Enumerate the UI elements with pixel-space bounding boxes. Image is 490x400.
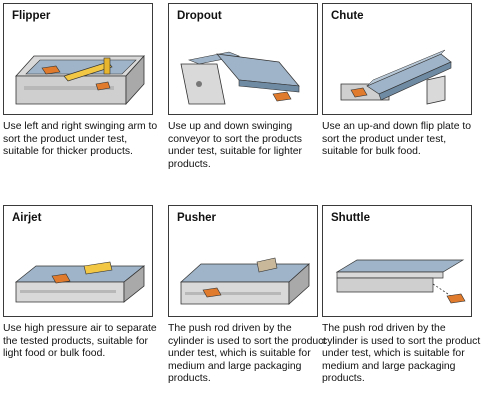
card-description: The push rod driven by the cylinder is u… <box>322 323 481 385</box>
card-title: Shuttle <box>331 212 370 224</box>
card-description: Use an up-and down flip plate to sort th… <box>322 121 472 158</box>
flipper-illustration-frame: Flipper <box>3 3 153 115</box>
pusher-illustration <box>180 257 310 305</box>
card-title: Flipper <box>12 10 51 22</box>
card-description: Use high pressure air to separate the te… <box>3 323 157 360</box>
shuttle-illustration <box>335 259 466 304</box>
airjet-illustration-frame: Airjet <box>3 205 153 317</box>
card-description: Use up and down swinging conveyor to sor… <box>168 121 302 170</box>
card-title: Dropout <box>177 10 222 22</box>
dropout-illustration-frame: Dropout <box>168 3 318 115</box>
card-title: Airjet <box>12 212 42 224</box>
card-description: The push rod driven by the cylinder is u… <box>168 323 327 385</box>
shuttle-illustration-frame: Shuttle <box>322 205 472 317</box>
pusher-illustration-frame: Pusher <box>168 205 318 317</box>
airjet-illustration <box>15 261 145 303</box>
card-title: Pusher <box>177 212 216 224</box>
chute-illustration <box>340 49 452 105</box>
chute-illustration-frame: Chute <box>322 3 472 115</box>
flipper-illustration <box>15 54 145 106</box>
card-title: Chute <box>331 10 364 22</box>
dropout-illustration <box>180 51 300 105</box>
card-description: Use left and right swinging arm to sort … <box>3 121 158 158</box>
